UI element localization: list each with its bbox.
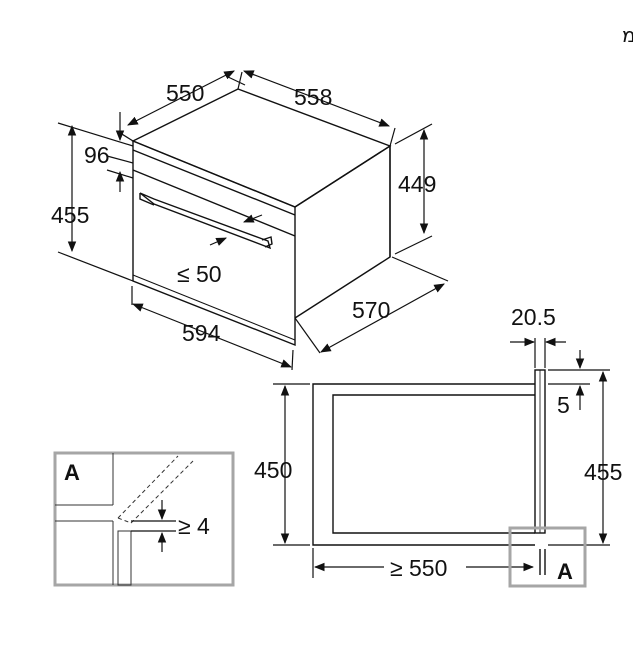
- side-section-view: [312, 369, 546, 575]
- units-title: מידות במ"מ: [622, 23, 633, 47]
- dim-20-5: 20.5: [511, 304, 556, 330]
- dim-5: 5: [557, 392, 570, 418]
- dim-455-iso: 455: [51, 202, 89, 228]
- dim-550-top: 550: [166, 80, 204, 106]
- dim-450: 450: [254, 457, 292, 483]
- dim-handle-gap: ≤ 50: [177, 261, 222, 287]
- detail-a: [53, 451, 235, 587]
- side-dimensions: [273, 337, 610, 578]
- detail-a-label: A: [64, 460, 80, 485]
- dim-558: 558: [294, 84, 332, 110]
- dim-570: 570: [352, 297, 390, 323]
- detail-marker-box: [508, 526, 587, 588]
- dim-gap: ≥ 4: [178, 513, 210, 539]
- dim-96: 96: [84, 142, 110, 168]
- dim-449: 449: [398, 171, 436, 197]
- iso-dimensions: [57, 70, 449, 371]
- dim-niche-depth: ≥ 550: [390, 555, 447, 581]
- detail-marker-label: A: [557, 559, 573, 584]
- appliance-isometric: [131, 88, 392, 347]
- dim-455-side: 455: [584, 459, 622, 485]
- dim-594: 594: [182, 320, 221, 346]
